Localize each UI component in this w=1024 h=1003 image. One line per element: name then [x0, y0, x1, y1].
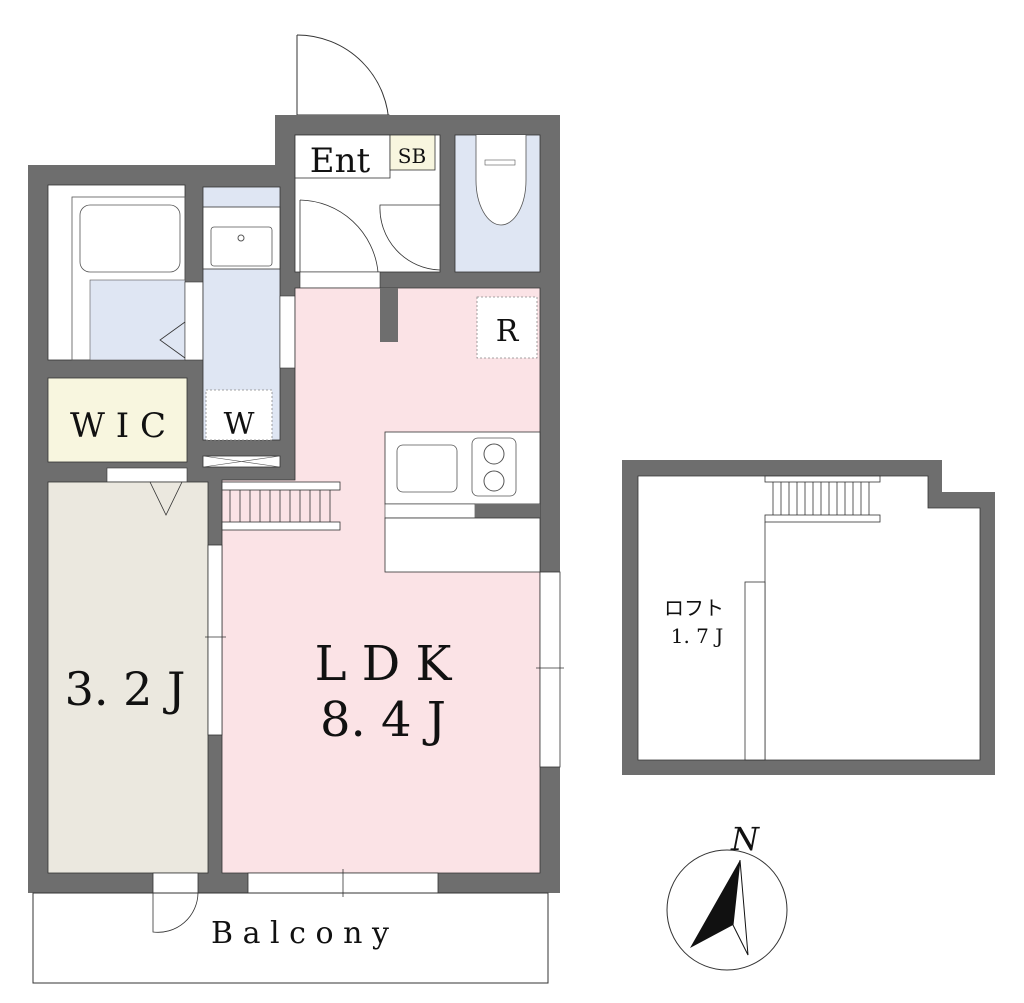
balcony — [32, 892, 549, 984]
shoe-box-label: SB — [398, 144, 426, 168]
entrance-hall: Ent SB — [294, 134, 441, 289]
walk-in-closet: W I C — [47, 377, 188, 483]
ldk-room: R L D K 8. 4 J — [221, 287, 541, 874]
loft-size: 1. 7 J — [671, 624, 724, 648]
ldk-size: 8. 4 J — [320, 692, 446, 748]
ldk-label: L D K — [315, 636, 453, 692]
balcony-label: B a l c o n y — [211, 916, 389, 951]
loft-stairs-icon — [764, 475, 881, 523]
room-size: 3. 2 J — [65, 662, 186, 716]
north-compass-icon: N — [666, 820, 788, 971]
refrigerator-label: R — [496, 314, 520, 349]
windows — [152, 544, 564, 933]
washer-space — [205, 389, 273, 441]
kitchen-sink-icon — [396, 444, 458, 493]
toilet-icon — [475, 135, 527, 226]
north-label: N — [730, 820, 760, 858]
toilet-door — [379, 204, 441, 271]
wic-label: W I C — [70, 406, 166, 446]
bathroom — [47, 184, 204, 361]
washroom: W — [202, 186, 360, 468]
loft: ロフト 1. 7 J — [622, 460, 995, 775]
stairs-icon — [221, 481, 341, 531]
stove-icon — [471, 437, 517, 497]
loft-label: ロフト — [664, 596, 724, 620]
hall-door — [299, 199, 379, 273]
western-room: 3. 2 J — [47, 481, 209, 874]
toilet-room — [454, 134, 541, 273]
washer-label: W — [224, 407, 255, 442]
washroom-door — [279, 295, 296, 369]
entrance-label: Ent — [310, 141, 371, 181]
bathtub-icon — [79, 204, 181, 273]
refrigerator-space — [476, 296, 538, 359]
shoe-box — [389, 134, 436, 171]
